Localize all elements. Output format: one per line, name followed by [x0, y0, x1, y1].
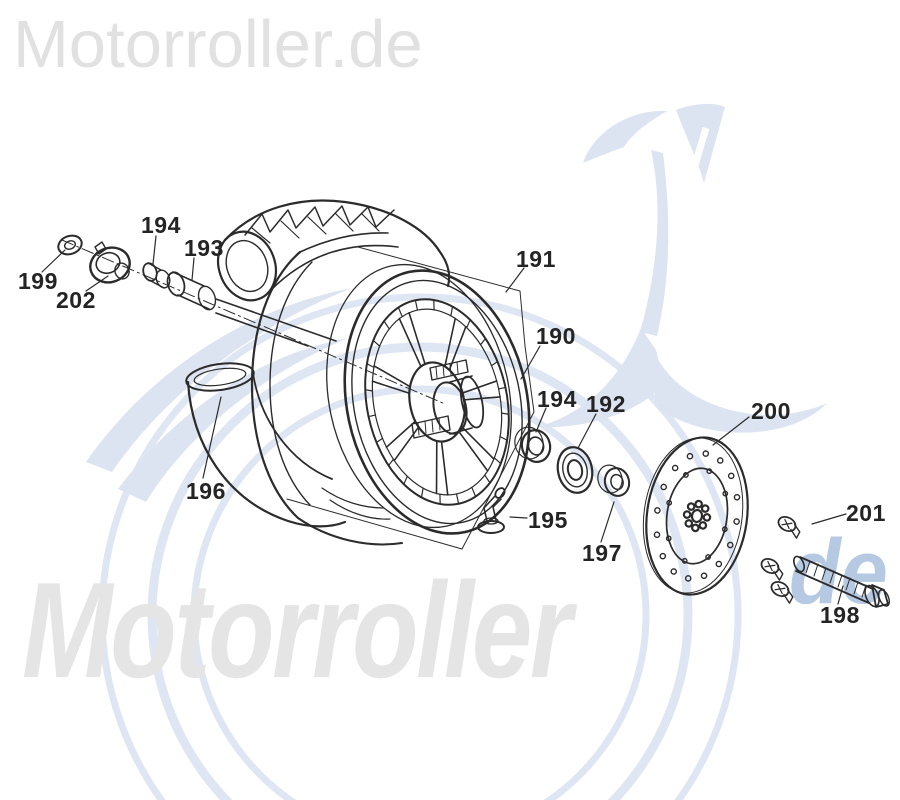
part-label-202: 202 — [56, 287, 96, 313]
watermark-circle-outer — [98, 293, 742, 800]
tire-drawing — [216, 199, 451, 302]
fender-drawing — [185, 362, 347, 528]
watermark-circle-inner — [190, 385, 650, 800]
part-label-197: 197 — [582, 540, 622, 566]
part-label-198: 198 — [820, 602, 860, 628]
axle-centerline — [61, 239, 446, 405]
part-label-192: 192 — [586, 391, 626, 417]
wheel-rim-drawing — [343, 269, 531, 535]
bearing-seal-drawing — [477, 426, 631, 534]
axle-bolt-drawing — [793, 555, 891, 608]
part-label-201: 201 — [846, 500, 886, 526]
part-label-194-a: 194 — [141, 212, 181, 238]
part-label-195: 195 — [528, 507, 568, 533]
wheel-hub-drawing — [411, 359, 485, 439]
brake-disc-drawing — [642, 436, 749, 596]
part-label-200: 200 — [751, 398, 791, 424]
frame-lines — [286, 246, 535, 550]
disc-holes — [653, 450, 741, 582]
part-label-199: 199 — [18, 268, 58, 294]
watermark-word: Motorroller — [22, 554, 572, 706]
watermark-tld: de — [789, 521, 888, 623]
part-label-193: 193 — [184, 235, 224, 261]
wheel-barrel-drawing — [250, 232, 512, 546]
part-label-190: 190 — [536, 323, 576, 349]
axle-parts-drawing — [57, 234, 337, 347]
part-label-196: 196 — [186, 478, 226, 504]
part-label-191: 191 — [516, 246, 556, 272]
disc-center-sprocket — [682, 499, 712, 533]
screws-drawing — [760, 515, 801, 604]
top-logo-text: Motorroller.de — [13, 7, 423, 82]
leader-lines — [41, 235, 847, 605]
watermark-flag-slit — [689, 127, 710, 173]
part-label-194-b: 194 — [537, 386, 577, 412]
